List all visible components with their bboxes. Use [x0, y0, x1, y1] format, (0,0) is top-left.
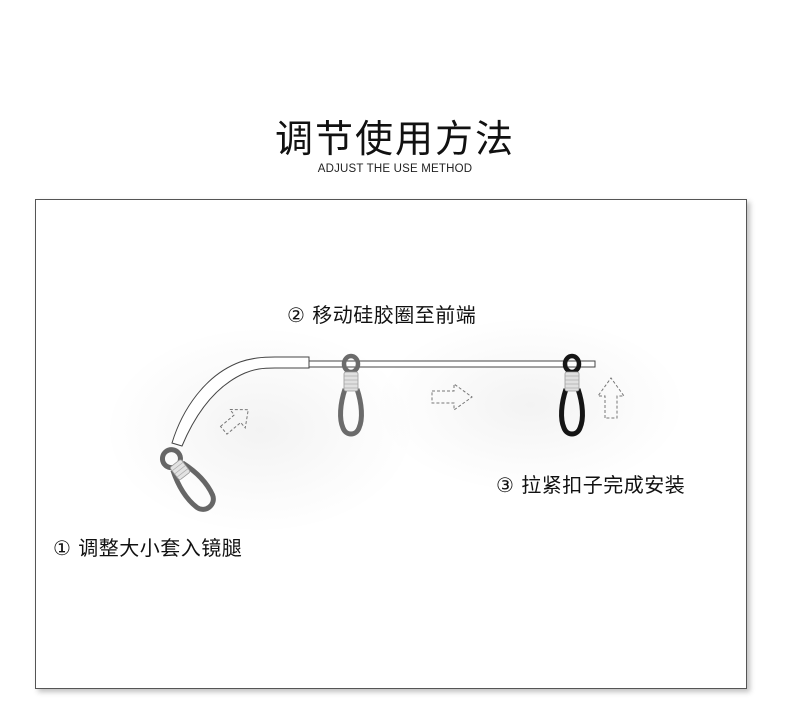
dashed-arrow-right-icon	[431, 383, 473, 411]
dashed-arrow-up-icon	[597, 377, 625, 419]
page-title: 调节使用方法	[274, 117, 515, 161]
silicone-loop-step2-icon	[338, 353, 364, 437]
silicone-loop-step3-icon	[559, 353, 585, 437]
step-3-label: ③ 拉紧扣子完成安装	[496, 473, 686, 497]
page-subtitle: ADJUST THE USE METHOD	[317, 163, 473, 175]
silicone-loop-step1-icon	[159, 447, 216, 512]
step-1-label: ① 调整大小套入镜腿	[53, 536, 243, 560]
dashed-arrow-up-right-icon	[219, 409, 249, 435]
glasses-temple	[171, 356, 596, 447]
step-2-label: ② 移动硅胶圈至前端	[287, 303, 477, 327]
background-glow	[380, 320, 680, 490]
